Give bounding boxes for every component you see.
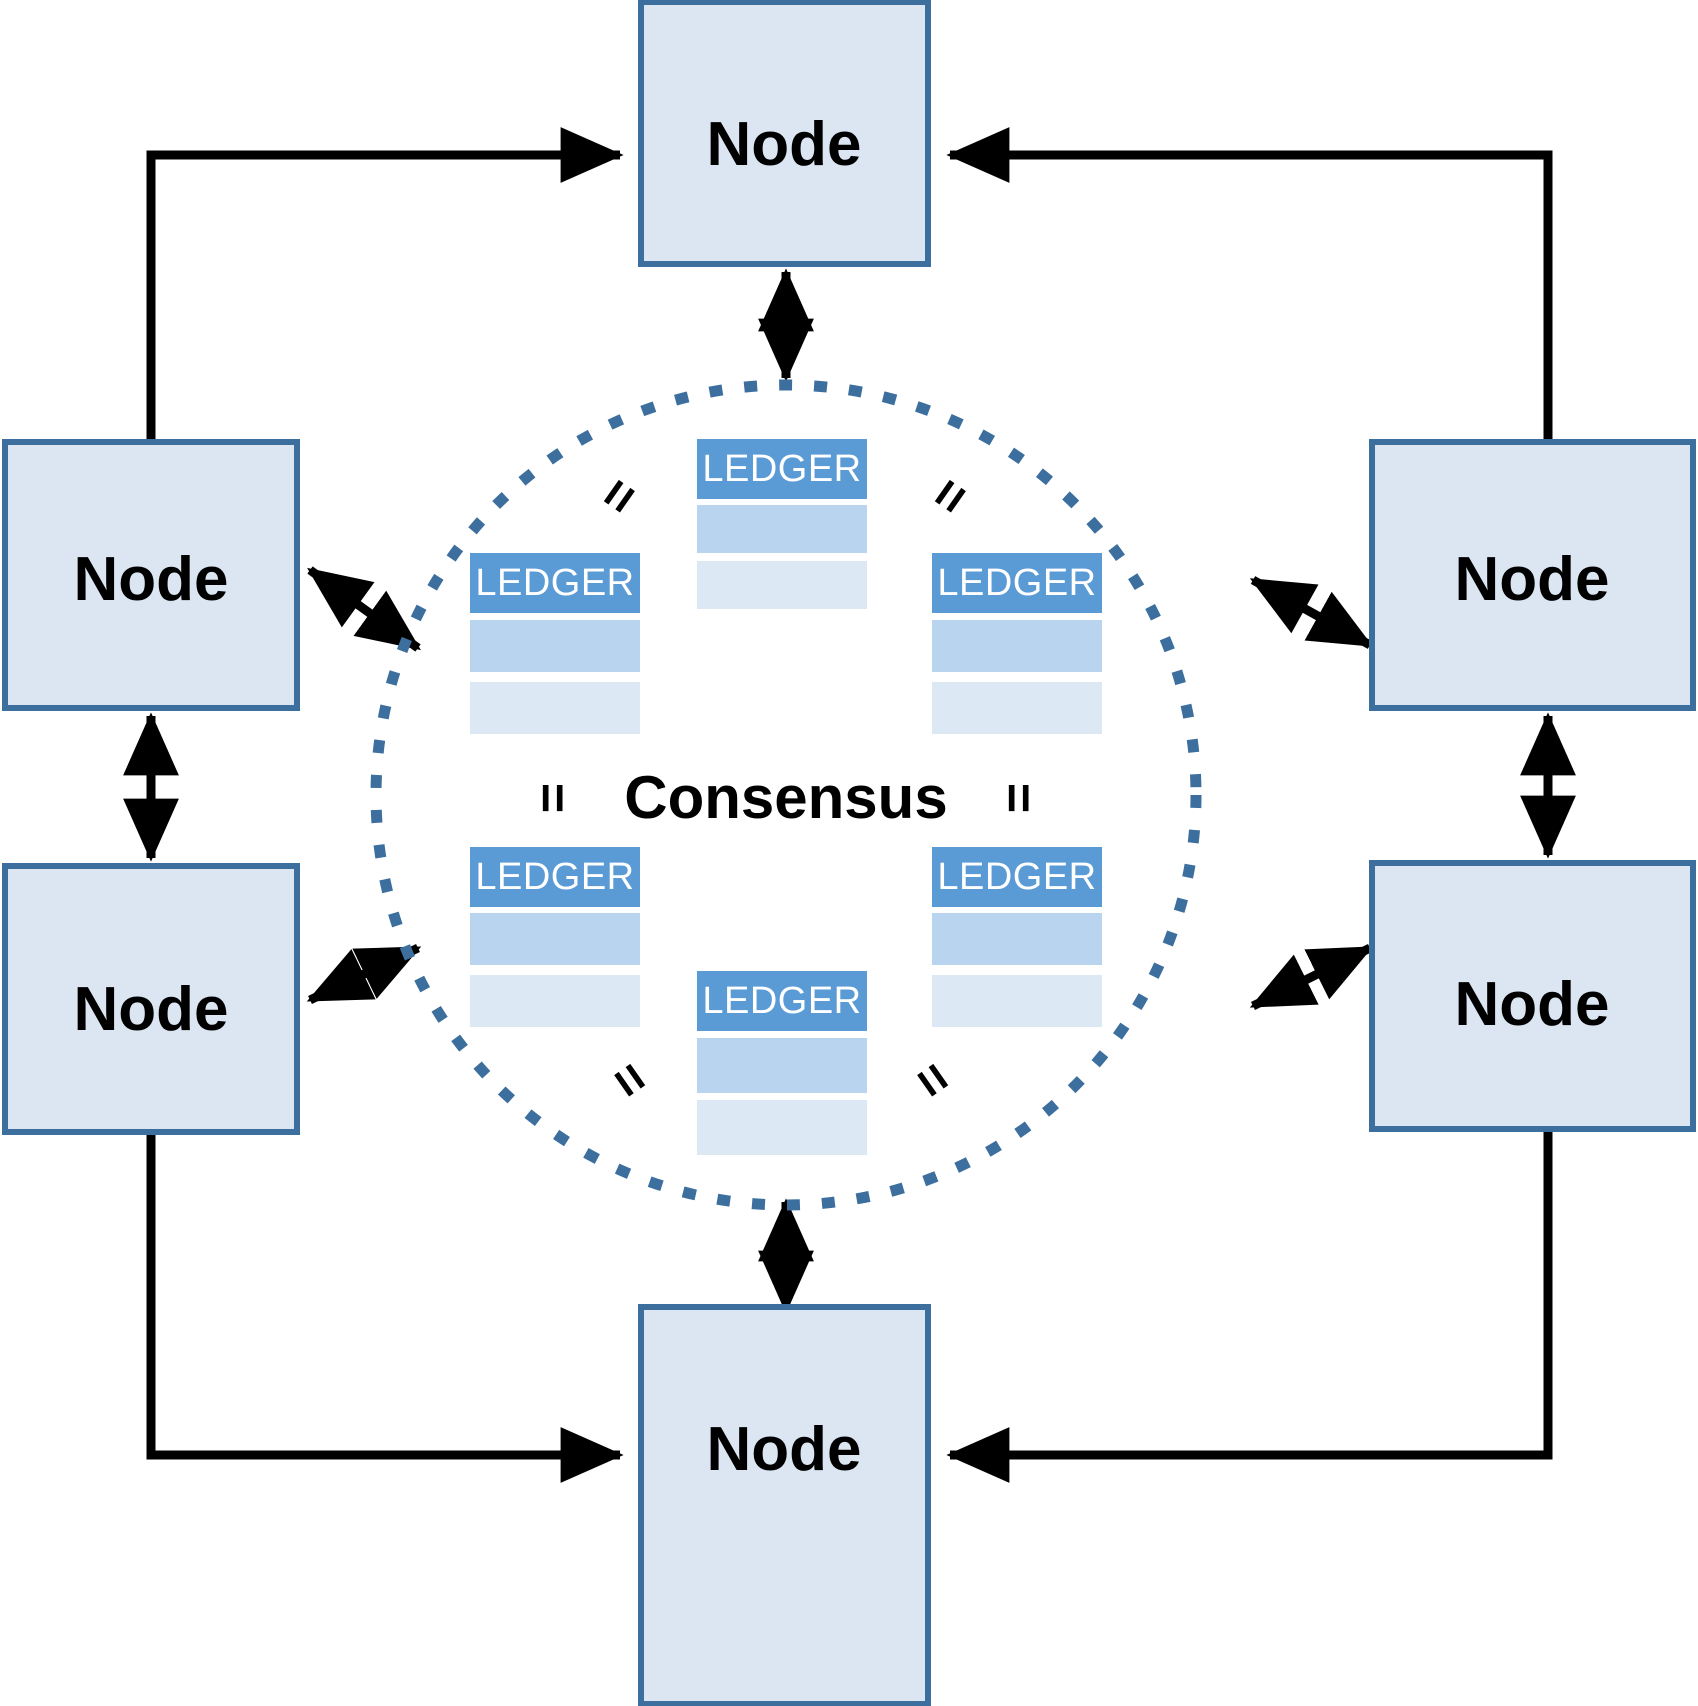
ledger-upper-left[interactable]: LEDGER — [470, 553, 640, 734]
consensus-label: Consensus — [624, 764, 947, 831]
eq-top-right-icon: = — [918, 467, 983, 525]
node-right-upper-label: Node — [1455, 545, 1610, 614]
ledger-row-2 — [470, 975, 640, 1027]
link-right-loop-to-top — [946, 127, 1553, 442]
link-left-upper-to-circle — [307, 566, 421, 652]
eq-bottom-right-icon: = — [900, 1051, 965, 1109]
vertical-node-links — [123, 712, 1576, 862]
ledger-lower-left[interactable]: LEDGER — [470, 847, 640, 1027]
ledger-lower-left-label: LEDGER — [475, 856, 634, 898]
ledger-row-2 — [697, 1100, 867, 1155]
ledger-header — [932, 847, 1102, 907]
ledger-row-1 — [470, 913, 640, 965]
ledger-row-1 — [932, 913, 1102, 965]
ledger-top[interactable]: LEDGER — [697, 439, 867, 609]
node-left-lower-label: Node — [74, 975, 229, 1044]
link-left-lower-to-circle — [306, 943, 422, 1005]
ledger-row-2 — [932, 975, 1102, 1027]
eq-bottom-left-icon: = — [597, 1051, 662, 1109]
eq-mid-right-icon: = — [990, 783, 1048, 813]
node-bottom[interactable]: Node — [638, 1304, 931, 1706]
ledger-lower-right-label: LEDGER — [937, 856, 1096, 898]
eq-top-left-icon: = — [587, 467, 652, 525]
node-top[interactable]: Node — [638, 0, 931, 267]
outer-routing-connectors — [146, 127, 1553, 1483]
ledger-lower-right[interactable]: LEDGER — [932, 847, 1102, 1027]
link-right-lower-to-circle — [1249, 943, 1374, 1011]
node-left-lower[interactable]: Node — [2, 863, 300, 1135]
ledger-upper-right[interactable]: LEDGER — [932, 553, 1102, 734]
ledger-upper-left-label: LEDGER — [475, 562, 634, 604]
link-left-loop-to-bottom — [146, 1131, 624, 1483]
node-right-upper[interactable]: Node — [1369, 439, 1696, 711]
consensus-circle — [370, 379, 1202, 1211]
node-top-label: Node — [707, 110, 862, 179]
ledger-row-2 — [932, 682, 1102, 734]
ledger-header — [697, 439, 867, 499]
node-bottom-label: Node — [707, 1415, 862, 1484]
ledger-row-1 — [697, 505, 867, 553]
ledger-bottom[interactable]: LEDGER — [697, 971, 867, 1155]
link-right-upper-to-circle — [1249, 576, 1374, 649]
ledger-header — [697, 971, 867, 1031]
node-left-upper-label: Node — [74, 545, 229, 614]
node-circle-links — [306, 268, 1374, 1314]
ledger-row-2 — [470, 682, 640, 734]
node-right-lower-label: Node — [1455, 970, 1610, 1039]
ledger-header — [932, 553, 1102, 613]
ledger-row-1 — [470, 620, 640, 672]
eq-mid-left-icon: = — [524, 783, 582, 813]
link-right-loop-to-bottom — [946, 1128, 1553, 1483]
node-right-lower[interactable]: Node — [1369, 860, 1696, 1132]
node-left-upper[interactable]: Node — [2, 439, 300, 711]
ledger-upper-right-label: LEDGER — [937, 562, 1096, 604]
ledger-header — [470, 847, 640, 907]
ledger-header — [470, 553, 640, 613]
ledger-row-2 — [697, 561, 867, 609]
ledger-bottom-label: LEDGER — [702, 980, 861, 1022]
ledger-row-1 — [697, 1038, 867, 1093]
ledger-top-label: LEDGER — [702, 448, 861, 490]
ledger-row-1 — [932, 620, 1102, 672]
link-left-loop-to-top — [146, 127, 624, 442]
